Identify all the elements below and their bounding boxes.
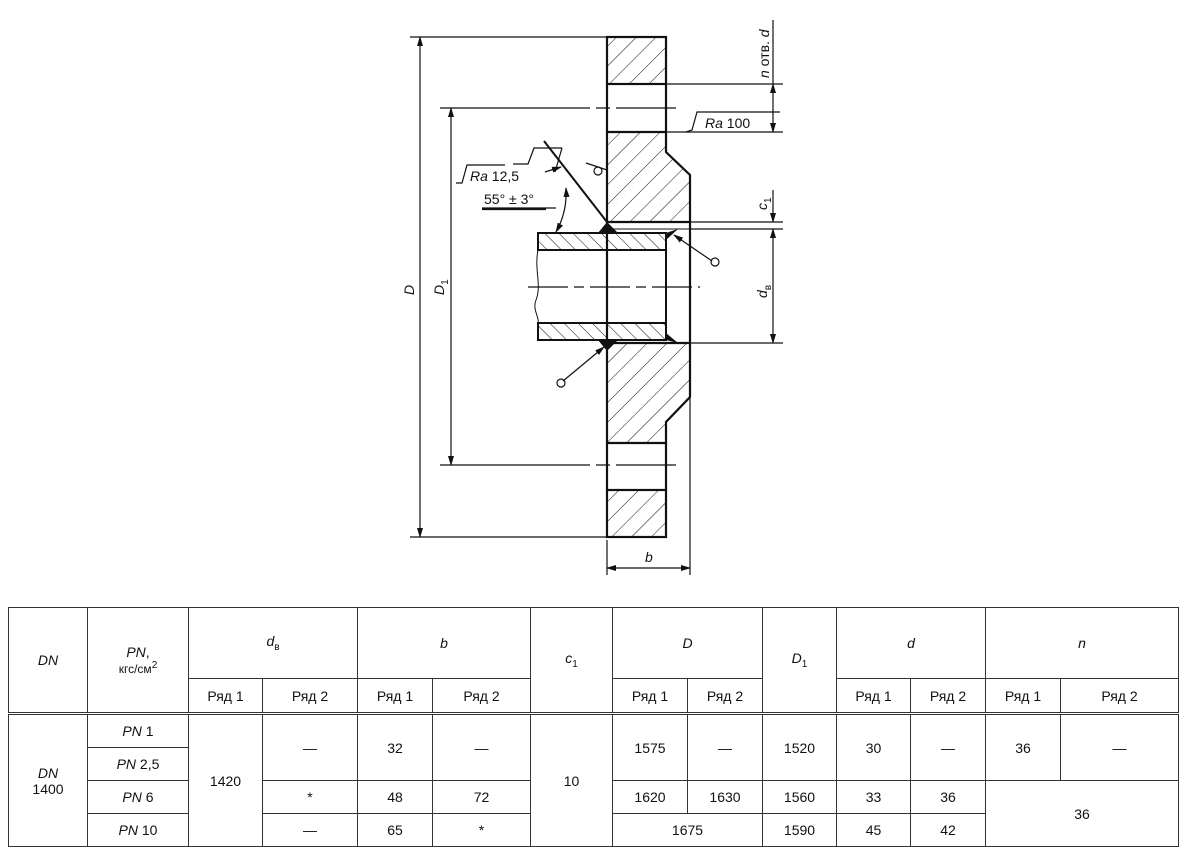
subheader-row1: Ряд 1 [985,678,1061,715]
header-n: n [985,607,1179,679]
flange-section [605,35,692,539]
cell-d-r1: 45 [836,813,911,847]
holes-label: n отв. d [756,28,772,78]
bevel-angle: 55° ± 3° [484,191,534,207]
table-row: PN 6 * 48 72 1620 1630 1560 33 36 36 [9,780,1179,847]
cell-dv-r1: 1420 [188,713,263,847]
table-row: PN 2,5 [9,747,1179,781]
cell-dv-r2: — [262,713,358,781]
dim-label-b: b [645,549,653,565]
cell-b-r1: 65 [357,813,433,847]
cell-n-r1: 36 [985,713,1061,781]
subheader-row2: Ряд 2 [687,678,763,715]
cell-d-r1: 30 [836,713,911,781]
cell-D-merged: 1675 [612,813,763,847]
cell-dv-r2: * [262,780,358,814]
dimension-lines [410,20,783,575]
header-D: D [612,607,763,679]
subheader-row2: Ряд 2 [262,678,358,715]
cell-dv-r2: — [262,813,358,847]
subheader-row2: Ряд 2 [910,678,986,715]
flange-dimensions-table: DN PN,кгс/см2 dв b c1 D D1 d n Ряд 1 Ряд… [8,607,1179,847]
cell-D1: 1520 [762,713,837,781]
subheader-row1: Ряд 1 [188,678,263,715]
cell-b-r2: — [432,713,531,781]
roughness-bevel: Ra 12,5 [470,168,519,184]
table-row: PN 10 — 65 * 1675 1590 45 42 [9,813,1179,847]
subheader-row2: Ряд 2 [432,678,531,715]
subheader-row1: Ряд 1 [612,678,688,715]
cell-D1: 1590 [762,813,837,847]
subheader-row1: Ряд 1 [357,678,433,715]
cell-pn: PN 6 [87,780,189,814]
cell-pn: PN 10 [87,813,189,847]
cell-d-r2: — [910,713,986,781]
cell-D-r1: 1620 [612,780,688,814]
cell-b-r1: 48 [357,780,433,814]
dim-label-D1: D1 [431,279,451,295]
header-b: b [357,607,531,679]
header-dv: dв [188,607,358,679]
cell-d-r2: 36 [910,780,986,814]
cell-n-merged: 36 [985,780,1179,847]
header-d: d [836,607,986,679]
cell-n-r2: — [1060,713,1179,781]
cell-b-r1: 32 [357,713,433,781]
dim-label-D: D [401,285,417,295]
cell-pn: PN 1 [87,713,189,748]
dim-label-dv: dв [754,285,774,298]
subheader-row2: Ряд 2 [1060,678,1179,715]
pipe-section [537,232,667,341]
cell-b-r2: * [432,813,531,847]
roughness-flange: Ra 100 [705,115,750,131]
dim-label-c1: c1 [754,197,774,210]
flange-drawing: D D1 dв c1 n отв. d b Ra 100 Ra 12,5 55°… [401,20,783,575]
header-dn: DN [8,607,88,715]
cell-d-r2: 42 [910,813,986,847]
cell-D-r2: — [687,713,763,781]
header-pn: PN,кгс/см2 [87,607,189,715]
cell-D-r2: 1630 [687,780,763,814]
cell-c1: 10 [530,713,613,847]
cell-D1: 1560 [762,780,837,814]
header-c1: c1 [530,607,613,715]
cell-D-r1: 1575 [612,713,688,781]
weld-marks [598,222,678,351]
header-D1: D1 [762,607,837,715]
cell-d-r1: 33 [836,780,911,814]
cell-pn: PN 2,5 [87,747,189,781]
subheader-row1: Ряд 1 [836,678,911,715]
cell-b-r2: 72 [432,780,531,814]
